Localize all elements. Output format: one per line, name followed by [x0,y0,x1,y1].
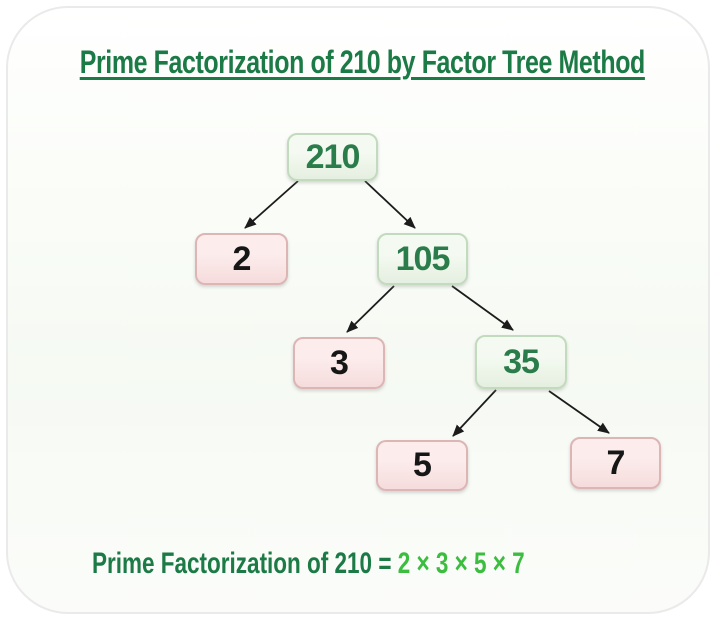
tree-node-105: 105 [377,233,468,285]
result-text: Prime Factorization of 210 = 2 × 3 × 5 ×… [92,547,525,581]
result-factors: 2 × 3 × 5 × 7 [397,547,525,580]
tree-node-5: 5 [376,440,468,491]
tree-node-5-label: 5 [413,446,432,484]
tree-node-3: 3 [293,337,385,389]
result-row: Prime Factorization of 210 = 2 × 3 × 5 ×… [92,547,669,581]
tree-node-35-label: 35 [503,342,540,381]
tree-node-35: 35 [475,335,567,389]
tree-node-105-label: 105 [395,239,451,278]
diagram-card [6,6,710,614]
result-prefix: Prime Factorization of 210 = [92,547,398,580]
tree-node-2-label: 2 [232,239,252,278]
tree-node-2: 2 [195,233,288,285]
page-title: Prime Factorization of 210 by Factor Tre… [79,44,646,80]
tree-node-3-label: 3 [330,343,349,382]
page-title-row: Prime Factorization of 210 by Factor Tre… [0,44,680,81]
tree-node-7-label: 7 [606,443,626,482]
tree-node-210: 210 [287,133,378,181]
tree-node-7: 7 [570,437,661,489]
tree-node-210-label: 210 [305,137,361,176]
